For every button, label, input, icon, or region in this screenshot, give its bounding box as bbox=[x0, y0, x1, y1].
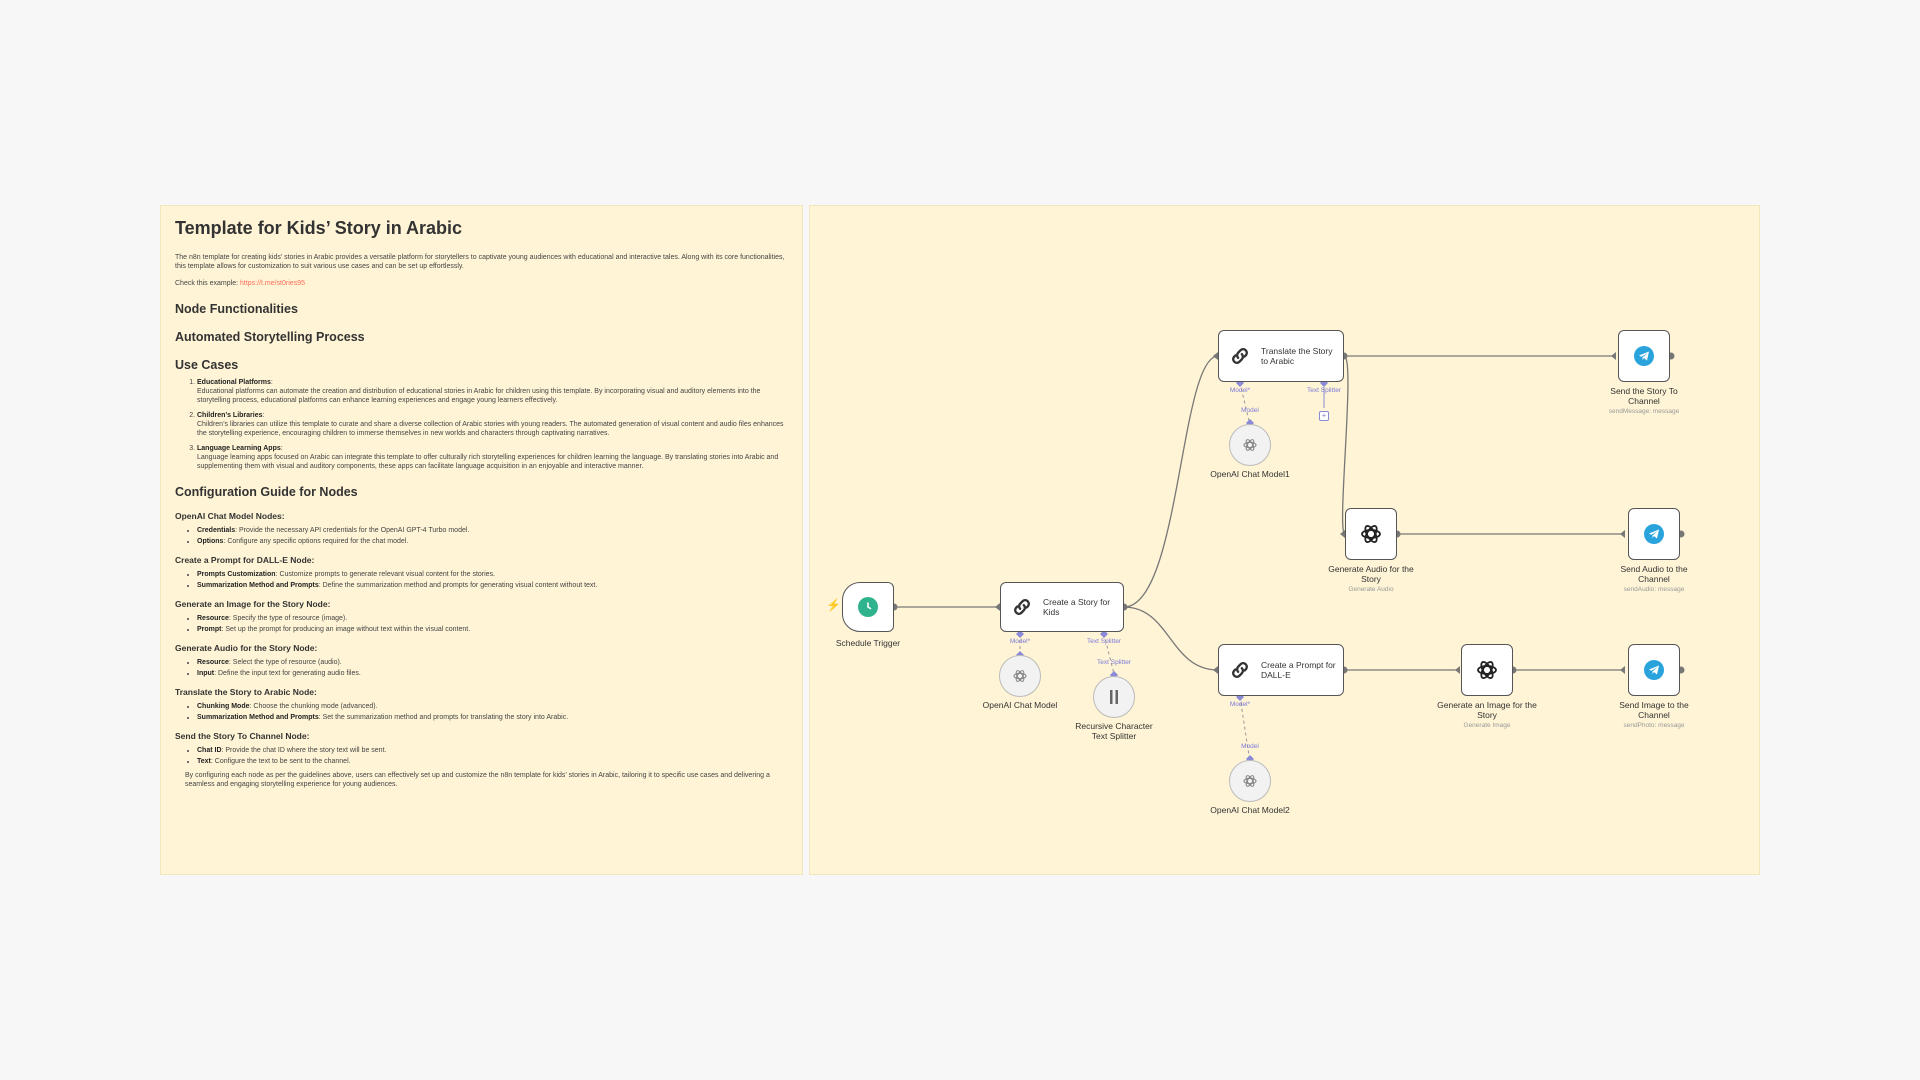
config-title: Translate the Story to Arabic Node: bbox=[175, 687, 317, 697]
list-item: Prompt: Set up the prompt for producing … bbox=[197, 624, 794, 635]
list-item: Input: Define the input text for generat… bbox=[197, 668, 794, 679]
node-openai-chat-model2[interactable] bbox=[1229, 760, 1271, 802]
node-label: Send Audio to the Channel bbox=[1620, 564, 1688, 584]
list-item: Language Learning Apps:Language learning… bbox=[197, 444, 788, 471]
config-list: Prompts Customization: Customize prompts… bbox=[169, 569, 794, 591]
port-label-text-splitter: Text Splitter bbox=[1087, 638, 1121, 645]
list-item: Text: Configure the text to be sent to t… bbox=[197, 756, 794, 767]
node-send-image[interactable] bbox=[1628, 644, 1680, 696]
heading-functionalities: Node Functionalities bbox=[175, 302, 298, 316]
note-example: Check this example: https://t.me/st0ries… bbox=[175, 280, 305, 287]
node-create-story[interactable]: Create a Story for Kids bbox=[1000, 582, 1124, 632]
list-item: Children’s Libraries:Children’s librarie… bbox=[197, 411, 788, 438]
port-label-model: Model* bbox=[1229, 387, 1251, 394]
node-subtitle: Generate Audio bbox=[1348, 586, 1394, 593]
port-label-model: Model bbox=[1241, 743, 1259, 750]
node-label: Generate Audio for the Story bbox=[1328, 564, 1414, 584]
example-link[interactable]: https://t.me/st0ries95 bbox=[239, 280, 305, 287]
config-title: Generate an Image for the Story Node: bbox=[175, 599, 331, 609]
trigger-bolt-icon: ⚡ bbox=[826, 598, 841, 612]
list-item: Summarization Method and Prompts: Define… bbox=[197, 580, 794, 591]
port-label-text-splitter: Text Splitter bbox=[1307, 387, 1341, 394]
config-list: Resource: Select the type of resource (a… bbox=[169, 657, 794, 679]
note-title: Template for Kids’ Story in Arabic bbox=[175, 218, 463, 238]
node-subtitle: sendMessage: message bbox=[1608, 408, 1680, 415]
use-case-list: Educational Platforms:Educational platfo… bbox=[169, 378, 794, 471]
node-send-audio[interactable] bbox=[1628, 508, 1680, 560]
node-openai-chat-model1[interactable] bbox=[1229, 424, 1271, 466]
config-list: Chunking Mode: Choose the chunking mode … bbox=[169, 701, 794, 723]
node-title: Create a Story for Kids bbox=[1043, 597, 1111, 617]
node-label: Recursive Character Text Splitter bbox=[1075, 721, 1153, 741]
config-list: Resource: Specify the type of resource (… bbox=[169, 613, 794, 635]
node-label: Schedule Trigger bbox=[835, 638, 901, 648]
node-label: Send the Story To Channel bbox=[1610, 386, 1678, 406]
port-label-model: Model bbox=[1241, 407, 1259, 414]
config-list: Chat ID: Provide the chat ID where the s… bbox=[169, 745, 794, 767]
telegram-icon bbox=[1644, 660, 1664, 680]
node-create-prompt[interactable]: Create a Prompt for DALL-E bbox=[1218, 644, 1344, 696]
node-schedule-trigger[interactable] bbox=[842, 582, 894, 632]
node-text-splitter[interactable] bbox=[1093, 676, 1135, 718]
telegram-icon bbox=[1634, 346, 1654, 366]
heading-process: Automated Storytelling Process bbox=[175, 330, 365, 344]
node-subtitle: sendPhoto: message bbox=[1623, 722, 1685, 729]
openai-icon bbox=[1477, 661, 1497, 679]
config-list: Credentials: Provide the necessary API c… bbox=[169, 525, 794, 547]
splitter-icon bbox=[1110, 690, 1118, 704]
port-label-text-splitter: Text Splitter bbox=[1097, 659, 1131, 666]
list-item: Chat ID: Provide the chat ID where the s… bbox=[197, 745, 794, 756]
node-label: OpenAI Chat Model2 bbox=[1210, 805, 1290, 815]
node-generate-image[interactable] bbox=[1461, 644, 1513, 696]
node-label: Send Image to the Channel bbox=[1619, 700, 1689, 720]
node-send-story[interactable] bbox=[1618, 330, 1670, 382]
heading-use-cases: Use Cases bbox=[175, 358, 239, 372]
node-openai-chat-model[interactable] bbox=[999, 655, 1041, 697]
list-item: Educational Platforms:Educational platfo… bbox=[197, 378, 788, 405]
node-title: Create a Prompt for DALL-E bbox=[1261, 660, 1336, 680]
note-closing: By configuring each node as per the guid… bbox=[185, 772, 770, 788]
config-title: Create a Prompt for DALL-E Node: bbox=[175, 555, 315, 565]
sticky-note-description[interactable]: Template for Kids’ Story in Arabic The n… bbox=[160, 205, 803, 875]
list-item: Credentials: Provide the necessary API c… bbox=[197, 525, 794, 536]
note-intro: The n8n template for creating kids’ stor… bbox=[175, 254, 785, 270]
list-item: Resource: Specify the type of resource (… bbox=[197, 613, 794, 624]
list-item: Options: Configure any specific options … bbox=[197, 536, 794, 547]
port-label-model: Model* bbox=[1229, 701, 1251, 708]
list-item: Summarization Method and Prompts: Set th… bbox=[197, 712, 794, 723]
openai-icon bbox=[1243, 775, 1257, 787]
openai-icon bbox=[1013, 670, 1027, 682]
port-label-model: Model* bbox=[1009, 638, 1031, 645]
node-translate-story[interactable]: Translate the Story to Arabic bbox=[1218, 330, 1344, 382]
telegram-icon bbox=[1644, 524, 1664, 544]
node-label: Generate an Image for the Story bbox=[1437, 700, 1537, 720]
openai-icon bbox=[1243, 439, 1257, 451]
config-title: OpenAI Chat Model Nodes: bbox=[175, 511, 285, 521]
clock-icon bbox=[858, 597, 878, 617]
node-label: OpenAI Chat Model1 bbox=[1210, 469, 1290, 479]
node-label: OpenAI Chat Model bbox=[982, 700, 1058, 710]
list-item: Chunking Mode: Choose the chunking mode … bbox=[197, 701, 794, 712]
chain-icon bbox=[1227, 657, 1253, 683]
config-title: Generate Audio for the Story Node: bbox=[175, 643, 318, 653]
config-title: Send the Story To Channel Node: bbox=[175, 731, 310, 741]
sticky-note-canvas[interactable] bbox=[809, 205, 1760, 875]
list-item: Resource: Select the type of resource (a… bbox=[197, 657, 794, 668]
node-subtitle: Generate Image bbox=[1463, 722, 1511, 729]
list-item: Prompts Customization: Customize prompts… bbox=[197, 569, 794, 580]
node-generate-audio[interactable] bbox=[1345, 508, 1397, 560]
add-subnode-button[interactable]: + bbox=[1319, 411, 1329, 421]
node-title: Translate the Story to Arabic bbox=[1261, 346, 1333, 366]
heading-config: Configuration Guide for Nodes bbox=[175, 485, 358, 499]
chain-icon bbox=[1009, 594, 1035, 620]
openai-icon bbox=[1361, 525, 1381, 543]
chain-icon bbox=[1227, 343, 1253, 369]
node-subtitle: sendAudio: message bbox=[1623, 586, 1685, 593]
